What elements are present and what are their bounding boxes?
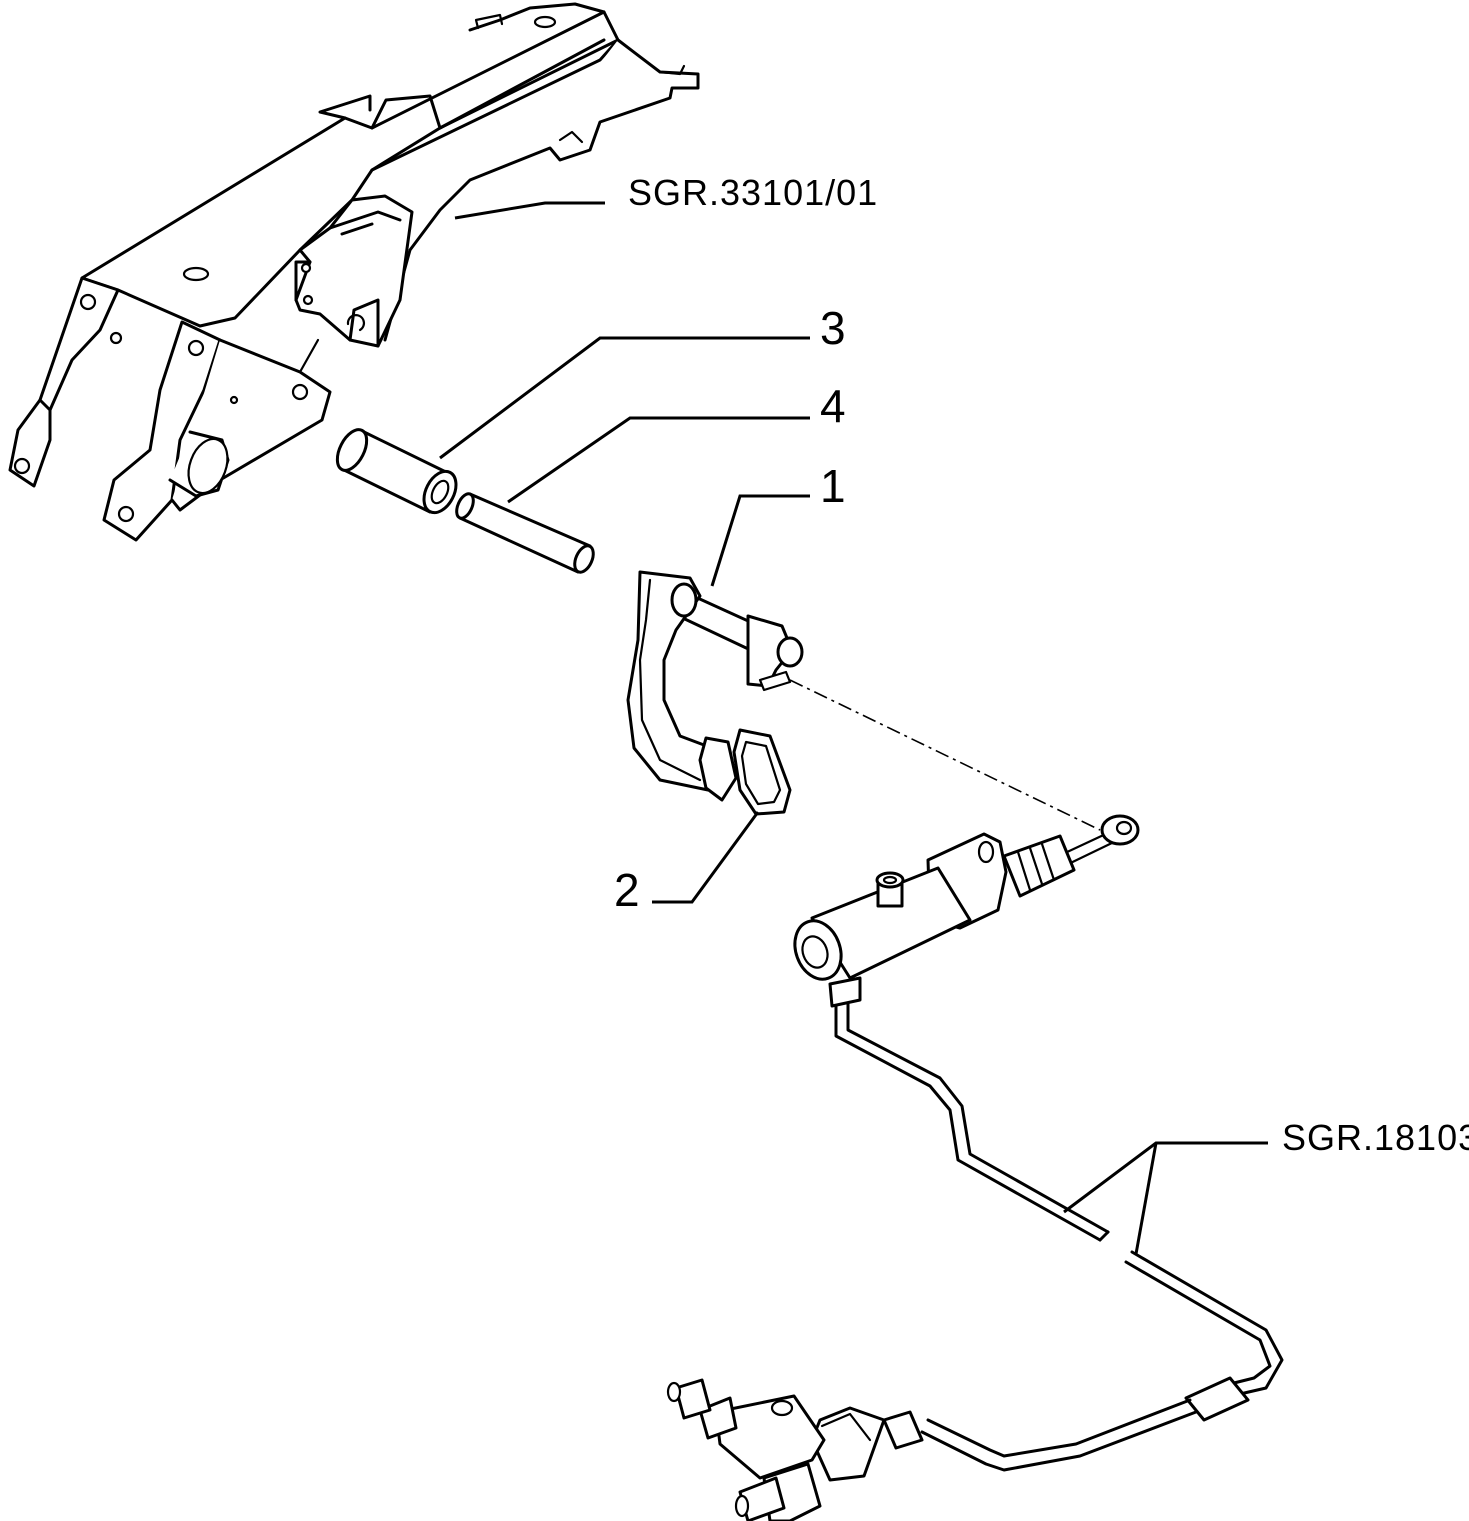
assembly-axis-line (789, 679, 1101, 831)
callout-4: 4 (820, 380, 846, 432)
callout-2: 2 (614, 864, 640, 916)
slave-cylinder (666, 1378, 886, 1521)
callout-1: 1 (820, 460, 846, 512)
ref-label-lower: SGR.18103 (1282, 1117, 1469, 1158)
hydraulic-pipe (834, 1002, 1284, 1472)
pedal-bracket-assembly (8, 2, 700, 542)
callout-3: 3 (820, 302, 846, 354)
ref-label-upper: SGR.33101/01 (628, 172, 878, 213)
master-cylinder (793, 814, 1140, 1008)
leader-lines (439, 201, 1268, 1255)
pedal-pad-part-2 (732, 728, 792, 816)
pin-part-4 (455, 492, 595, 574)
bushing-part-3 (335, 428, 458, 515)
pedal-lever-part-1 (626, 570, 804, 802)
